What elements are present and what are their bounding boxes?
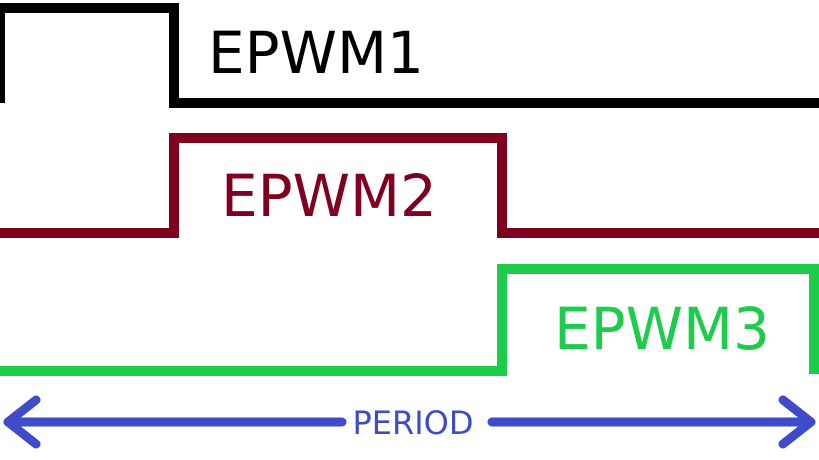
period-arrowhead-right: [778, 395, 816, 449]
epwm1-waveform: [0, 3, 819, 108]
period-arrow: PERIOD: [3, 395, 816, 449]
epwm3-waveform: [0, 264, 819, 376]
epwm3-label: EPWM3: [554, 295, 770, 363]
epwm2-waveform: [0, 133, 819, 238]
period-label: PERIOD: [352, 404, 473, 442]
epwm1-label: EPWM1: [208, 19, 424, 87]
epwm2-label: EPWM2: [221, 162, 437, 230]
period-arrowhead-left: [3, 395, 41, 449]
